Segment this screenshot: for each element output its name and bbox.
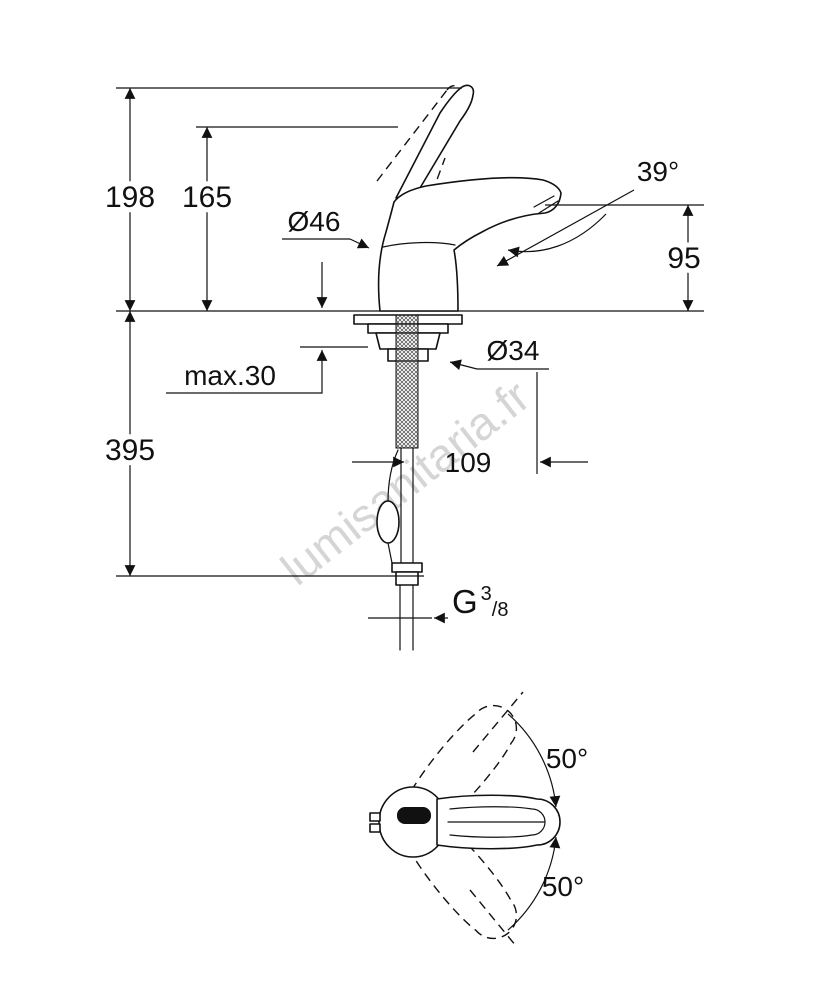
angle-diagonal	[496, 189, 635, 267]
mounting-hardware	[353, 314, 463, 449]
body-joint-line	[382, 241, 456, 248]
threaded-shank	[395, 314, 419, 449]
label-d46: Ø46	[288, 206, 341, 237]
aerator-line-2	[533, 195, 555, 208]
label-165: 165	[182, 181, 232, 214]
label-50-lower: 50°	[542, 871, 584, 902]
handle-swing-upper	[410, 704, 518, 821]
label-198: 198	[105, 181, 155, 214]
swing-arc-upper	[507, 713, 561, 808]
d46-leader	[349, 238, 370, 249]
faucet-side-view	[116, 84, 704, 651]
label-109: 109	[445, 447, 492, 478]
pop-up-rod	[376, 449, 400, 564]
swing-arc-lower	[507, 836, 561, 931]
body-outline	[377, 176, 562, 312]
body-side-tab	[369, 812, 381, 822]
max30-up-arrow	[166, 350, 328, 394]
dimension-annotations: 198 165 Ø46 39° 95 max.30 Ø34 395	[100, 87, 706, 624]
angle-arc-arrow	[507, 213, 607, 258]
label-395: 395	[105, 434, 155, 467]
label-39deg: 39°	[637, 156, 679, 187]
swing-centerline-lower	[469, 889, 517, 947]
body-side-tab-2	[369, 823, 381, 833]
d34-leader	[449, 359, 478, 370]
label-95: 95	[667, 242, 700, 275]
faucet-top-view: 50° 50°	[369, 691, 588, 947]
label-50-upper: 50°	[546, 743, 588, 774]
swing-centerline-upper	[472, 691, 524, 753]
handle-swing-lower	[410, 823, 518, 940]
handle-pivot	[397, 807, 431, 824]
label-max30: max.30	[184, 360, 276, 391]
label-d34: Ø34	[487, 335, 540, 366]
aerator-line	[538, 200, 559, 214]
